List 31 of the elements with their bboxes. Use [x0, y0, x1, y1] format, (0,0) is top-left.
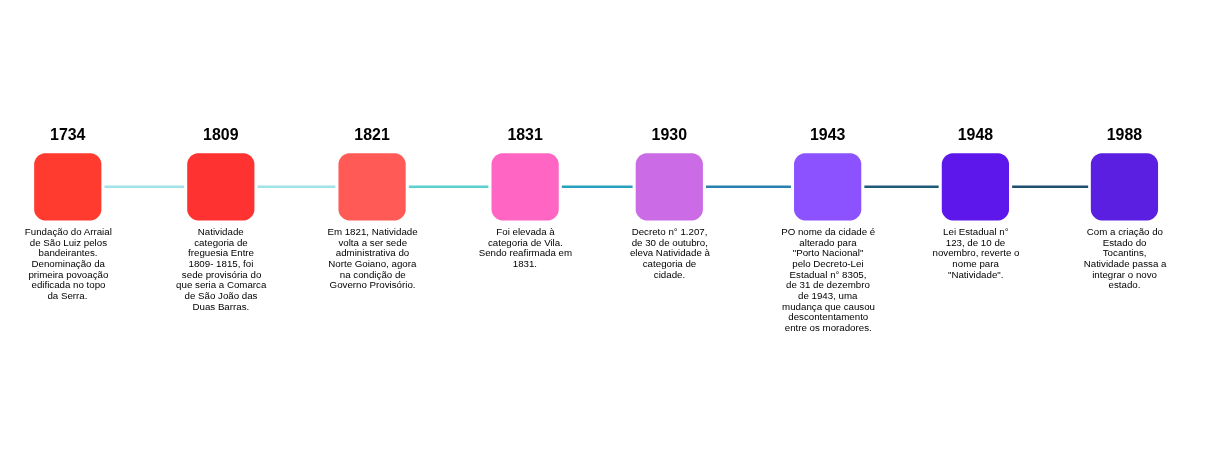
node-label: 1821 — [354, 125, 390, 143]
node-label: 1943 — [809, 125, 846, 143]
node-label: Em 1821, Natividade volta a ser sede administrativa do Norte Goiano, agora na condição de Governo Provisório. — [327, 225, 418, 290]
connector — [104, 184, 185, 188]
node-label: PO nome da cidade é alterado para "Porto Nacional" pelo Decreto-Lei Estadual n° 8305, de 31 de dezembro de 1943, uma mudança que causou descontentamento entre os moradores. — [781, 225, 876, 333]
node-box — [187, 152, 255, 220]
connector — [864, 184, 939, 188]
node-label: Fundação do Arraial de São Luiz pelos bandeirantes. Denominação da primeira povoação edificada no topo da Serra. — [24, 225, 112, 301]
node-box — [338, 152, 406, 220]
node-label: Com a criação do Estado do Tocantins, Natividade passa a integrar o novo estado. — [1083, 225, 1167, 290]
node-label: Decreto n° 1.207, de 30 de outubro, eleva Natividade à categoria de cidade. — [629, 225, 710, 280]
connector — [408, 184, 489, 188]
connector — [561, 184, 633, 188]
node-label: Lei Estadual n° 123, de 10 de novembro, reverte o nome para "Natividade". — [932, 225, 1020, 280]
node-label: 1809 — [203, 125, 239, 143]
node-label: 1831 — [507, 125, 543, 143]
node-label: 1948 — [957, 125, 994, 143]
node-box — [794, 152, 862, 220]
node-box — [635, 152, 703, 220]
node-label: Foi elevada à categoria de Vila. Sendo reafirmada em 1831. — [478, 225, 573, 269]
node-label: Natividade categoria de freguesia Entre 1809- 1815, foi sede provisória do que seria a Comarca de São João das Duas Barras. — [176, 225, 267, 312]
node-label: 1988 — [1106, 125, 1143, 143]
connector — [1012, 184, 1089, 188]
connector — [706, 184, 791, 188]
connector — [257, 184, 336, 188]
node-box — [491, 152, 559, 220]
node-label: 1734 — [50, 125, 86, 143]
node-box — [941, 152, 1009, 220]
node-label: 1930 — [651, 125, 688, 143]
node-box — [34, 152, 102, 220]
node-box — [1090, 152, 1159, 220]
